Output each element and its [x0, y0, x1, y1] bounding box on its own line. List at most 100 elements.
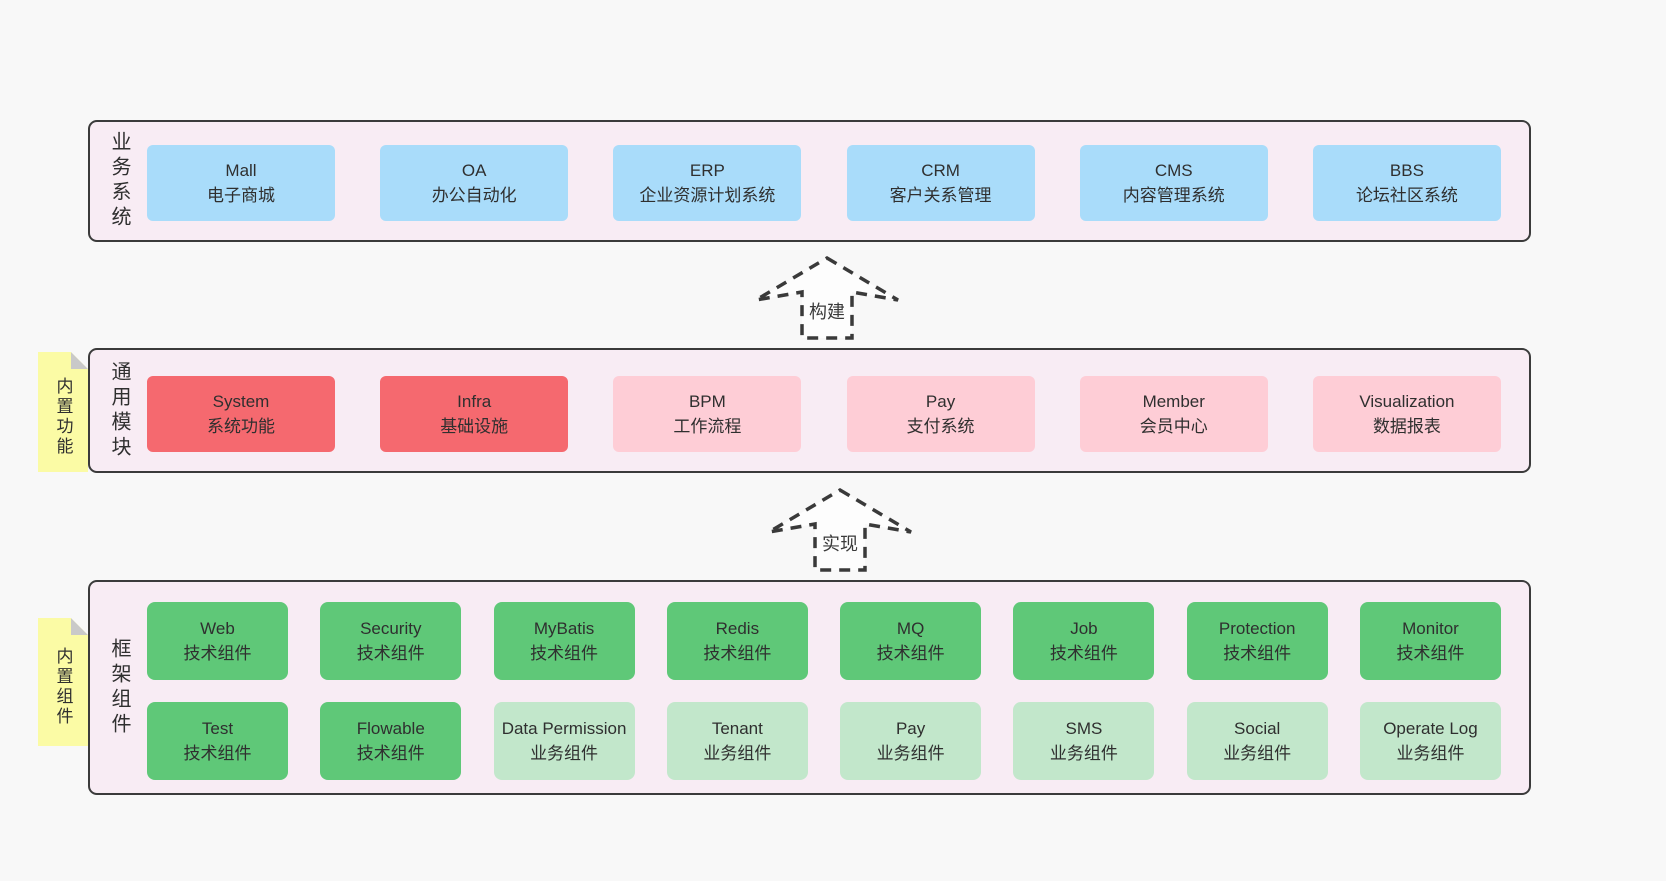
box-subtitle: 技术组件: [703, 644, 772, 663]
box-subtitle: 论坛社区系统: [1355, 186, 1458, 205]
box-subtitle: 技术组件: [1223, 644, 1292, 663]
box-title: ERP: [689, 160, 725, 180]
box-subtitle: 电子商城: [207, 186, 275, 205]
box-title: CRM: [921, 160, 960, 180]
box-subtitle: 技术组件: [876, 644, 945, 663]
box-flowable: Flowable 技术组件: [320, 702, 462, 780]
box-mall: Mall 电子商城: [147, 145, 335, 221]
box-title: Pay: [895, 718, 926, 738]
layer-business-systems: 业务系统 Mall 电子商城 OA 办公自动化 ERP 企业资源计划系统 CRM…: [88, 120, 1531, 242]
box-erp: ERP 企业资源计划系统: [613, 145, 802, 221]
box-title: Redis: [715, 618, 760, 638]
box-pay-component: Pay 业务组件: [840, 702, 982, 780]
box-operate-log: Operate Log 业务组件: [1359, 702, 1501, 780]
layer-common-modules: 通用模块 System 系统功能 Infra 基础设施 BPM 工作流程 Pay…: [88, 348, 1531, 473]
sticky-note-builtin-components: 内置组件: [38, 618, 88, 746]
box-title: OA: [461, 160, 487, 180]
box-subtitle: 客户关系管理: [889, 186, 992, 205]
box-title: Security: [360, 618, 422, 638]
box-title: Data Permission: [501, 718, 627, 738]
box-title: CMS: [1154, 160, 1193, 180]
box-system: System 系统功能: [147, 376, 335, 452]
box-title: BPM: [688, 391, 726, 411]
box-subtitle: 企业资源计划系统: [639, 186, 776, 205]
box-title: System: [212, 391, 270, 411]
box-protection: Protection 技术组件: [1186, 602, 1328, 680]
box-title: Web: [200, 618, 235, 638]
box-subtitle: 技术组件: [183, 644, 252, 663]
box-mybatis: MyBatis 技术组件: [493, 602, 635, 680]
box-title: Monitor: [1402, 618, 1459, 638]
box-redis: Redis 技术组件: [666, 602, 808, 680]
box-subtitle: 技术组件: [183, 744, 252, 763]
box-subtitle: 技术组件: [356, 744, 425, 763]
box-subtitle: 会员中心: [1139, 417, 1208, 436]
box-subtitle: 基础设施: [440, 417, 509, 436]
box-mq: MQ 技术组件: [840, 602, 982, 680]
box-title: Protection: [1218, 618, 1296, 638]
box-title: MyBatis: [533, 618, 595, 638]
box-subtitle: 技术组件: [1396, 644, 1465, 663]
box-subtitle: 业务组件: [1049, 744, 1118, 763]
framework-box-row-2: Test 技术组件 Flowable 技术组件 Data Permission …: [147, 702, 1501, 780]
box-title: Flowable: [356, 718, 425, 738]
framework-box-row-1: Web 技术组件 Security 技术组件 MyBatis 技术组件 Redi…: [147, 602, 1501, 680]
arrow-build: 构建: [752, 254, 902, 342]
arrow-build-label: 构建: [807, 298, 847, 324]
box-subtitle: 业务组件: [876, 744, 945, 763]
box-title: Tenant: [711, 718, 763, 738]
box-subtitle: 工作流程: [673, 417, 742, 436]
layer-label-business-systems: 业务系统: [108, 131, 130, 231]
box-subtitle: 技术组件: [530, 644, 599, 663]
box-member: Member 会员中心: [1079, 376, 1268, 452]
box-infra: Infra 基础设施: [380, 376, 569, 452]
box-subtitle: 系统功能: [207, 417, 275, 436]
box-data-permission: Data Permission 业务组件: [493, 702, 635, 780]
box-title: BBS: [1389, 160, 1424, 180]
box-subtitle: 技术组件: [356, 644, 425, 663]
box-monitor: Monitor 技术组件: [1359, 602, 1501, 680]
layer-framework-components: 框架组件 Web 技术组件 Security 技术组件 MyBatis 技术组件…: [88, 580, 1531, 795]
box-job: Job 技术组件: [1013, 602, 1155, 680]
box-title: Operate Log: [1383, 718, 1478, 738]
box-visualization: Visualization 数据报表: [1312, 376, 1501, 452]
modules-box-row: System 系统功能 Infra 基础设施 BPM 工作流程 Pay 支付系统…: [147, 376, 1501, 452]
layer-label-common-modules: 通用模块: [108, 360, 130, 461]
box-subtitle: 业务组件: [530, 744, 599, 763]
box-subtitle: 业务组件: [1223, 744, 1292, 763]
box-subtitle: 业务组件: [703, 744, 772, 763]
business-box-row: Mall 电子商城 OA 办公自动化 ERP 企业资源计划系统 CRM 客户关系…: [147, 145, 1501, 221]
sticky-note-label: 内置组件: [53, 647, 73, 727]
box-title: Member: [1142, 391, 1205, 411]
box-tenant: Tenant 业务组件: [666, 702, 808, 780]
box-test: Test 技术组件: [147, 702, 288, 780]
box-web: Web 技术组件: [147, 602, 288, 680]
box-title: Pay: [925, 391, 956, 411]
box-subtitle: 内容管理系统: [1122, 186, 1225, 205]
box-security: Security 技术组件: [320, 602, 462, 680]
box-oa: OA 办公自动化: [380, 145, 569, 221]
box-title: Social: [1234, 718, 1281, 738]
box-bpm: BPM 工作流程: [613, 376, 802, 452]
box-pay-module: Pay 支付系统: [846, 376, 1035, 452]
box-title: Visualization: [1359, 391, 1455, 411]
box-title: Job: [1070, 618, 1098, 638]
sticky-note-label: 内置功能: [53, 377, 73, 457]
box-subtitle: 办公自动化: [431, 186, 517, 205]
box-title: Test: [201, 718, 234, 738]
box-cms: CMS 内容管理系统: [1079, 145, 1268, 221]
box-social: Social 业务组件: [1186, 702, 1328, 780]
box-subtitle: 支付系统: [906, 417, 975, 436]
sticky-note-builtin-features: 内置功能: [38, 352, 88, 472]
box-title: SMS: [1065, 718, 1103, 738]
box-subtitle: 数据报表: [1372, 417, 1441, 436]
box-title: Mall: [225, 160, 257, 180]
box-title: MQ: [896, 618, 925, 638]
arrow-implement: 实现: [765, 486, 915, 574]
layer-label-framework-components: 框架组件: [108, 637, 130, 738]
arrow-implement-label: 实现: [820, 530, 860, 556]
box-subtitle: 业务组件: [1396, 744, 1465, 763]
box-crm: CRM 客户关系管理: [846, 145, 1035, 221]
box-sms: SMS 业务组件: [1013, 702, 1155, 780]
